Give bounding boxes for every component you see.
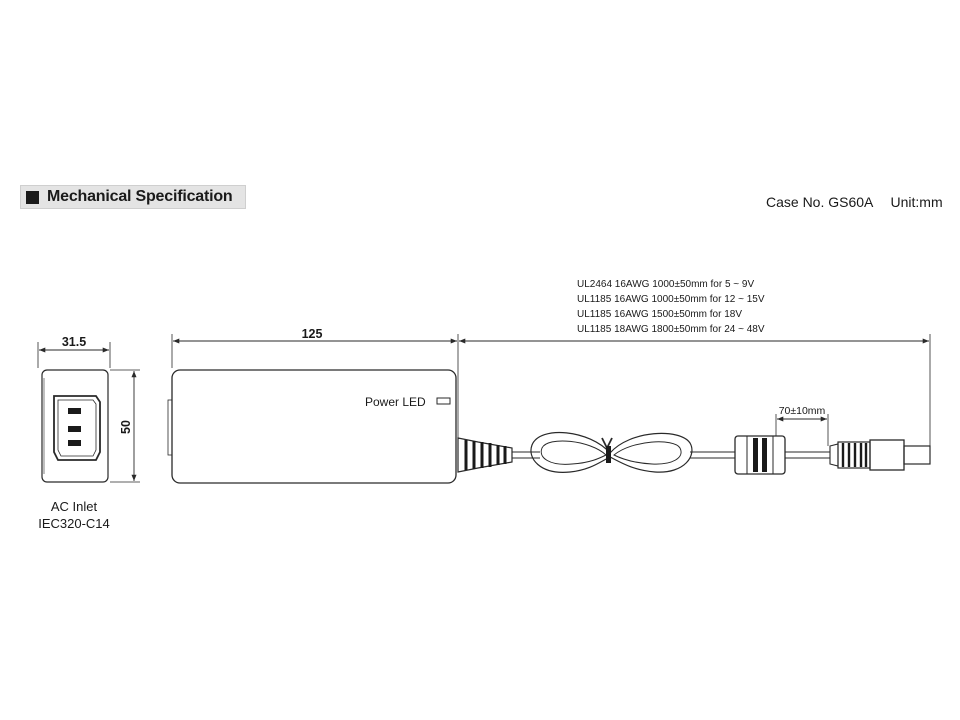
inlet-height-dimension: 50: [119, 420, 133, 434]
cable-coil: [512, 431, 735, 473]
unit-label: Unit:mm: [890, 194, 943, 210]
plug-tolerance-label: 70±10mm: [779, 405, 826, 417]
body-length-dimension: 125: [302, 327, 323, 341]
plug-tolerance-dimension: 70±10mm: [775, 405, 829, 446]
power-led-indicator-icon: [436, 397, 451, 405]
power-led-label: Power LED: [365, 395, 426, 409]
iec-c14-inlet-icon: [53, 395, 101, 461]
square-bullet-icon: [26, 190, 39, 204]
cable-spec-item: UL1185 18AWG 1800±50mm for 24 ~ 48V: [577, 324, 765, 335]
cable-spec-item: UL1185 16AWG 1500±50mm for 18V: [577, 309, 742, 320]
inlet-caption-line1: AC Inlet: [51, 499, 98, 514]
cable-spec-list: UL2464 16AWG 1000±50mm for 5 ~ 9V UL1185…: [577, 279, 765, 335]
cable-spec-item: UL1185 16AWG 1000±50mm for 12 ~ 15V: [577, 294, 765, 305]
ferrite-core: [734, 435, 830, 475]
inlet-width-dimension: 31.5: [62, 335, 86, 349]
ac-inlet-end-view: 31.5 50 AC Inlet IEC320-C14: [37, 335, 140, 531]
section-title: Mechanical Specification: [47, 188, 233, 205]
strain-relief: [457, 437, 513, 473]
cable-spec-item: UL2464 16AWG 1000±50mm for 5 ~ 9V: [577, 279, 754, 290]
case-info: Case No. GS60A Unit:mm: [766, 194, 943, 210]
adapter-body: Power LED: [167, 369, 457, 484]
dc-plug-icon: [829, 439, 931, 471]
length-dimensions: 125: [171, 327, 931, 446]
inlet-caption-line2: IEC320-C14: [38, 516, 110, 531]
case-number: Case No. GS60A: [766, 194, 873, 210]
section-header: Mechanical Specification: [20, 185, 246, 209]
